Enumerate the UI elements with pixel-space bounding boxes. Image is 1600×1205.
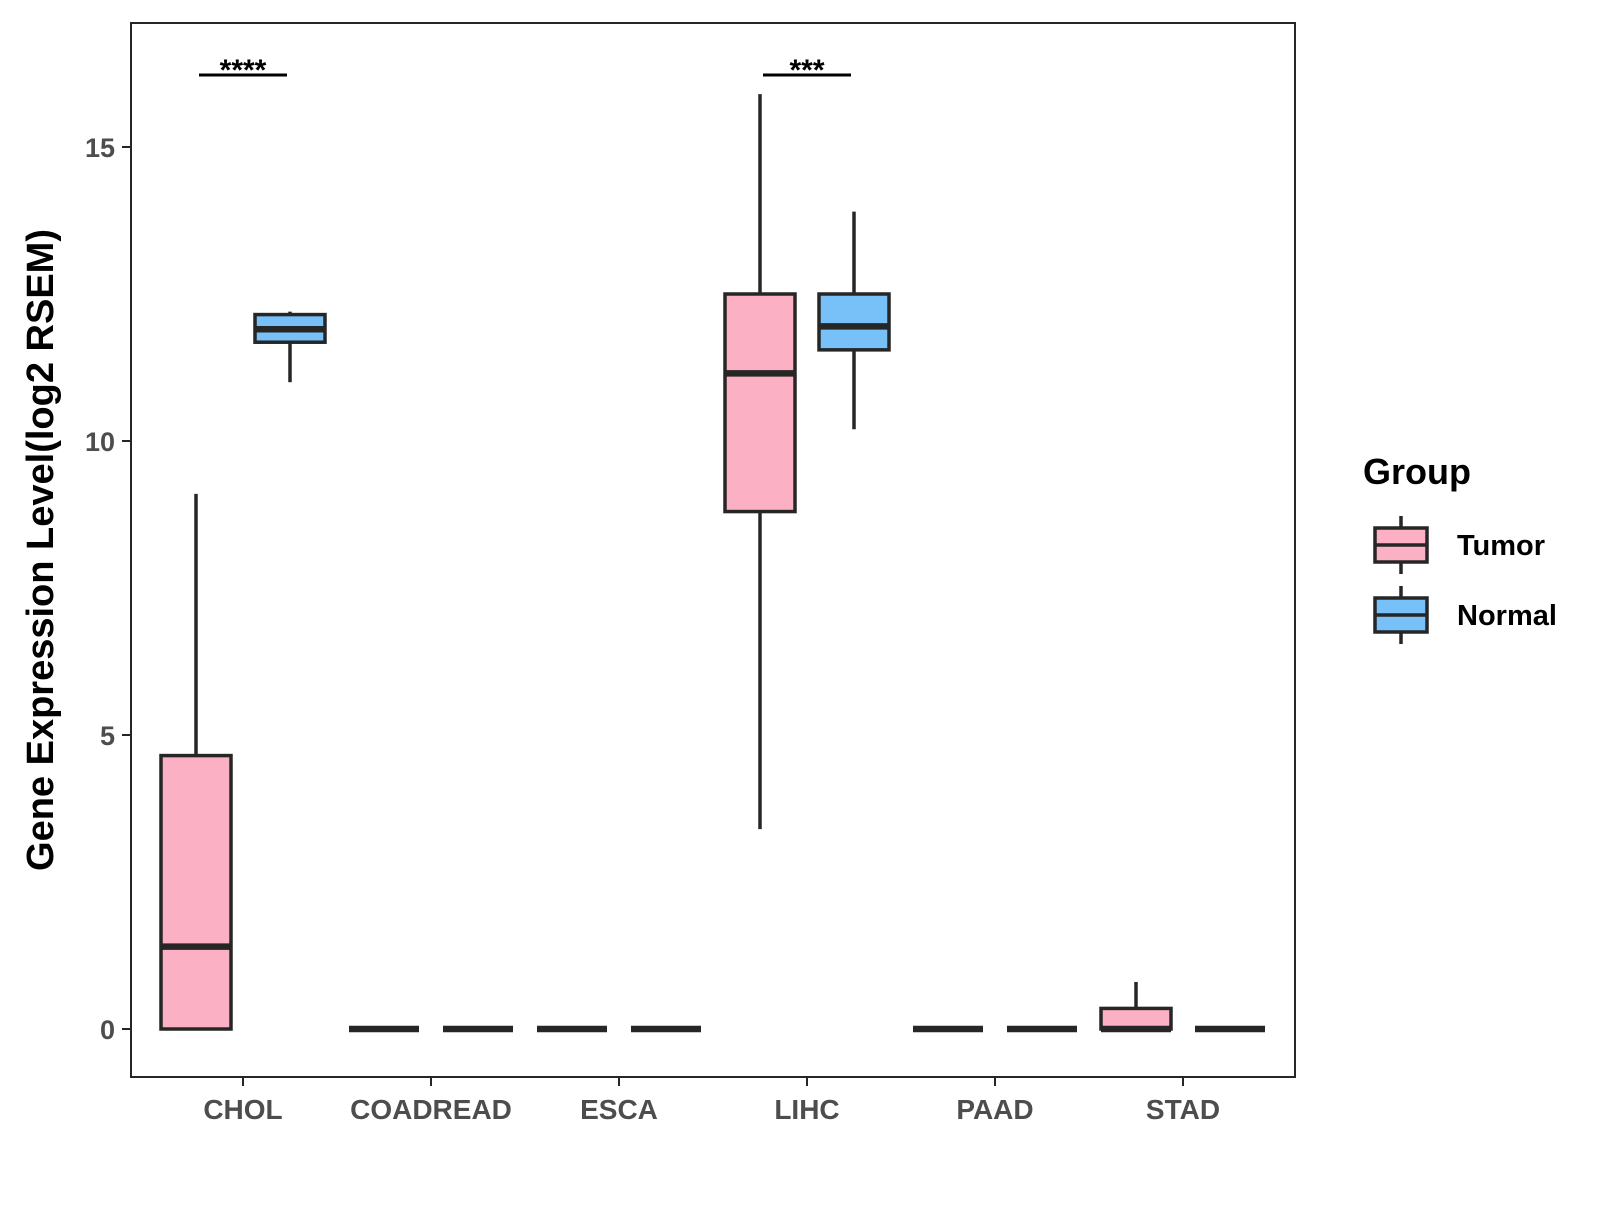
box-body (159, 753, 233, 1031)
y-tick-label: 15 (85, 133, 115, 163)
x-tick-label: COADREAD (350, 1094, 512, 1125)
significance-annotations: ******* (199, 54, 851, 87)
x-tick-label: STAD (1146, 1094, 1220, 1125)
significance-label: **** (220, 54, 267, 87)
box-tumor-lihc (723, 94, 797, 830)
box-body (817, 292, 891, 352)
box-normal-chol (253, 311, 327, 383)
legend-item-tumor: Tumor (1373, 516, 1545, 574)
box-layer (159, 94, 1265, 1033)
y-tick-label: 5 (100, 721, 115, 751)
box-tumor-chol (159, 493, 233, 1031)
legend-item-normal: Normal (1373, 586, 1557, 644)
legend-title: Group (1363, 451, 1471, 492)
x-axis: CHOL COADREAD ESCA LIHC PAAD STAD (203, 1077, 1220, 1125)
y-axis-label: Gene Expression Level(log2 RSEM) (20, 229, 62, 871)
legend-key-normal (1373, 586, 1429, 644)
plot-panel-border (130, 22, 1296, 1078)
x-tick-label: PAAD (956, 1094, 1033, 1125)
x-tick-label: ESCA (580, 1094, 658, 1125)
x-tick-label: CHOL (203, 1094, 282, 1125)
legend-label: Normal (1457, 600, 1557, 632)
box-normal-lihc (817, 211, 891, 430)
legend-label: Tumor (1457, 530, 1545, 562)
box-body (723, 292, 797, 514)
legend-key-tumor (1373, 516, 1429, 574)
y-tick-label: 0 (100, 1015, 115, 1045)
x-tick-label: LIHC (774, 1094, 839, 1125)
y-tick-label: 10 (85, 427, 115, 457)
box-tumor-stad (1099, 981, 1173, 1033)
y-axis: 0 5 10 15 (85, 133, 131, 1045)
significance-label: *** (789, 54, 824, 87)
